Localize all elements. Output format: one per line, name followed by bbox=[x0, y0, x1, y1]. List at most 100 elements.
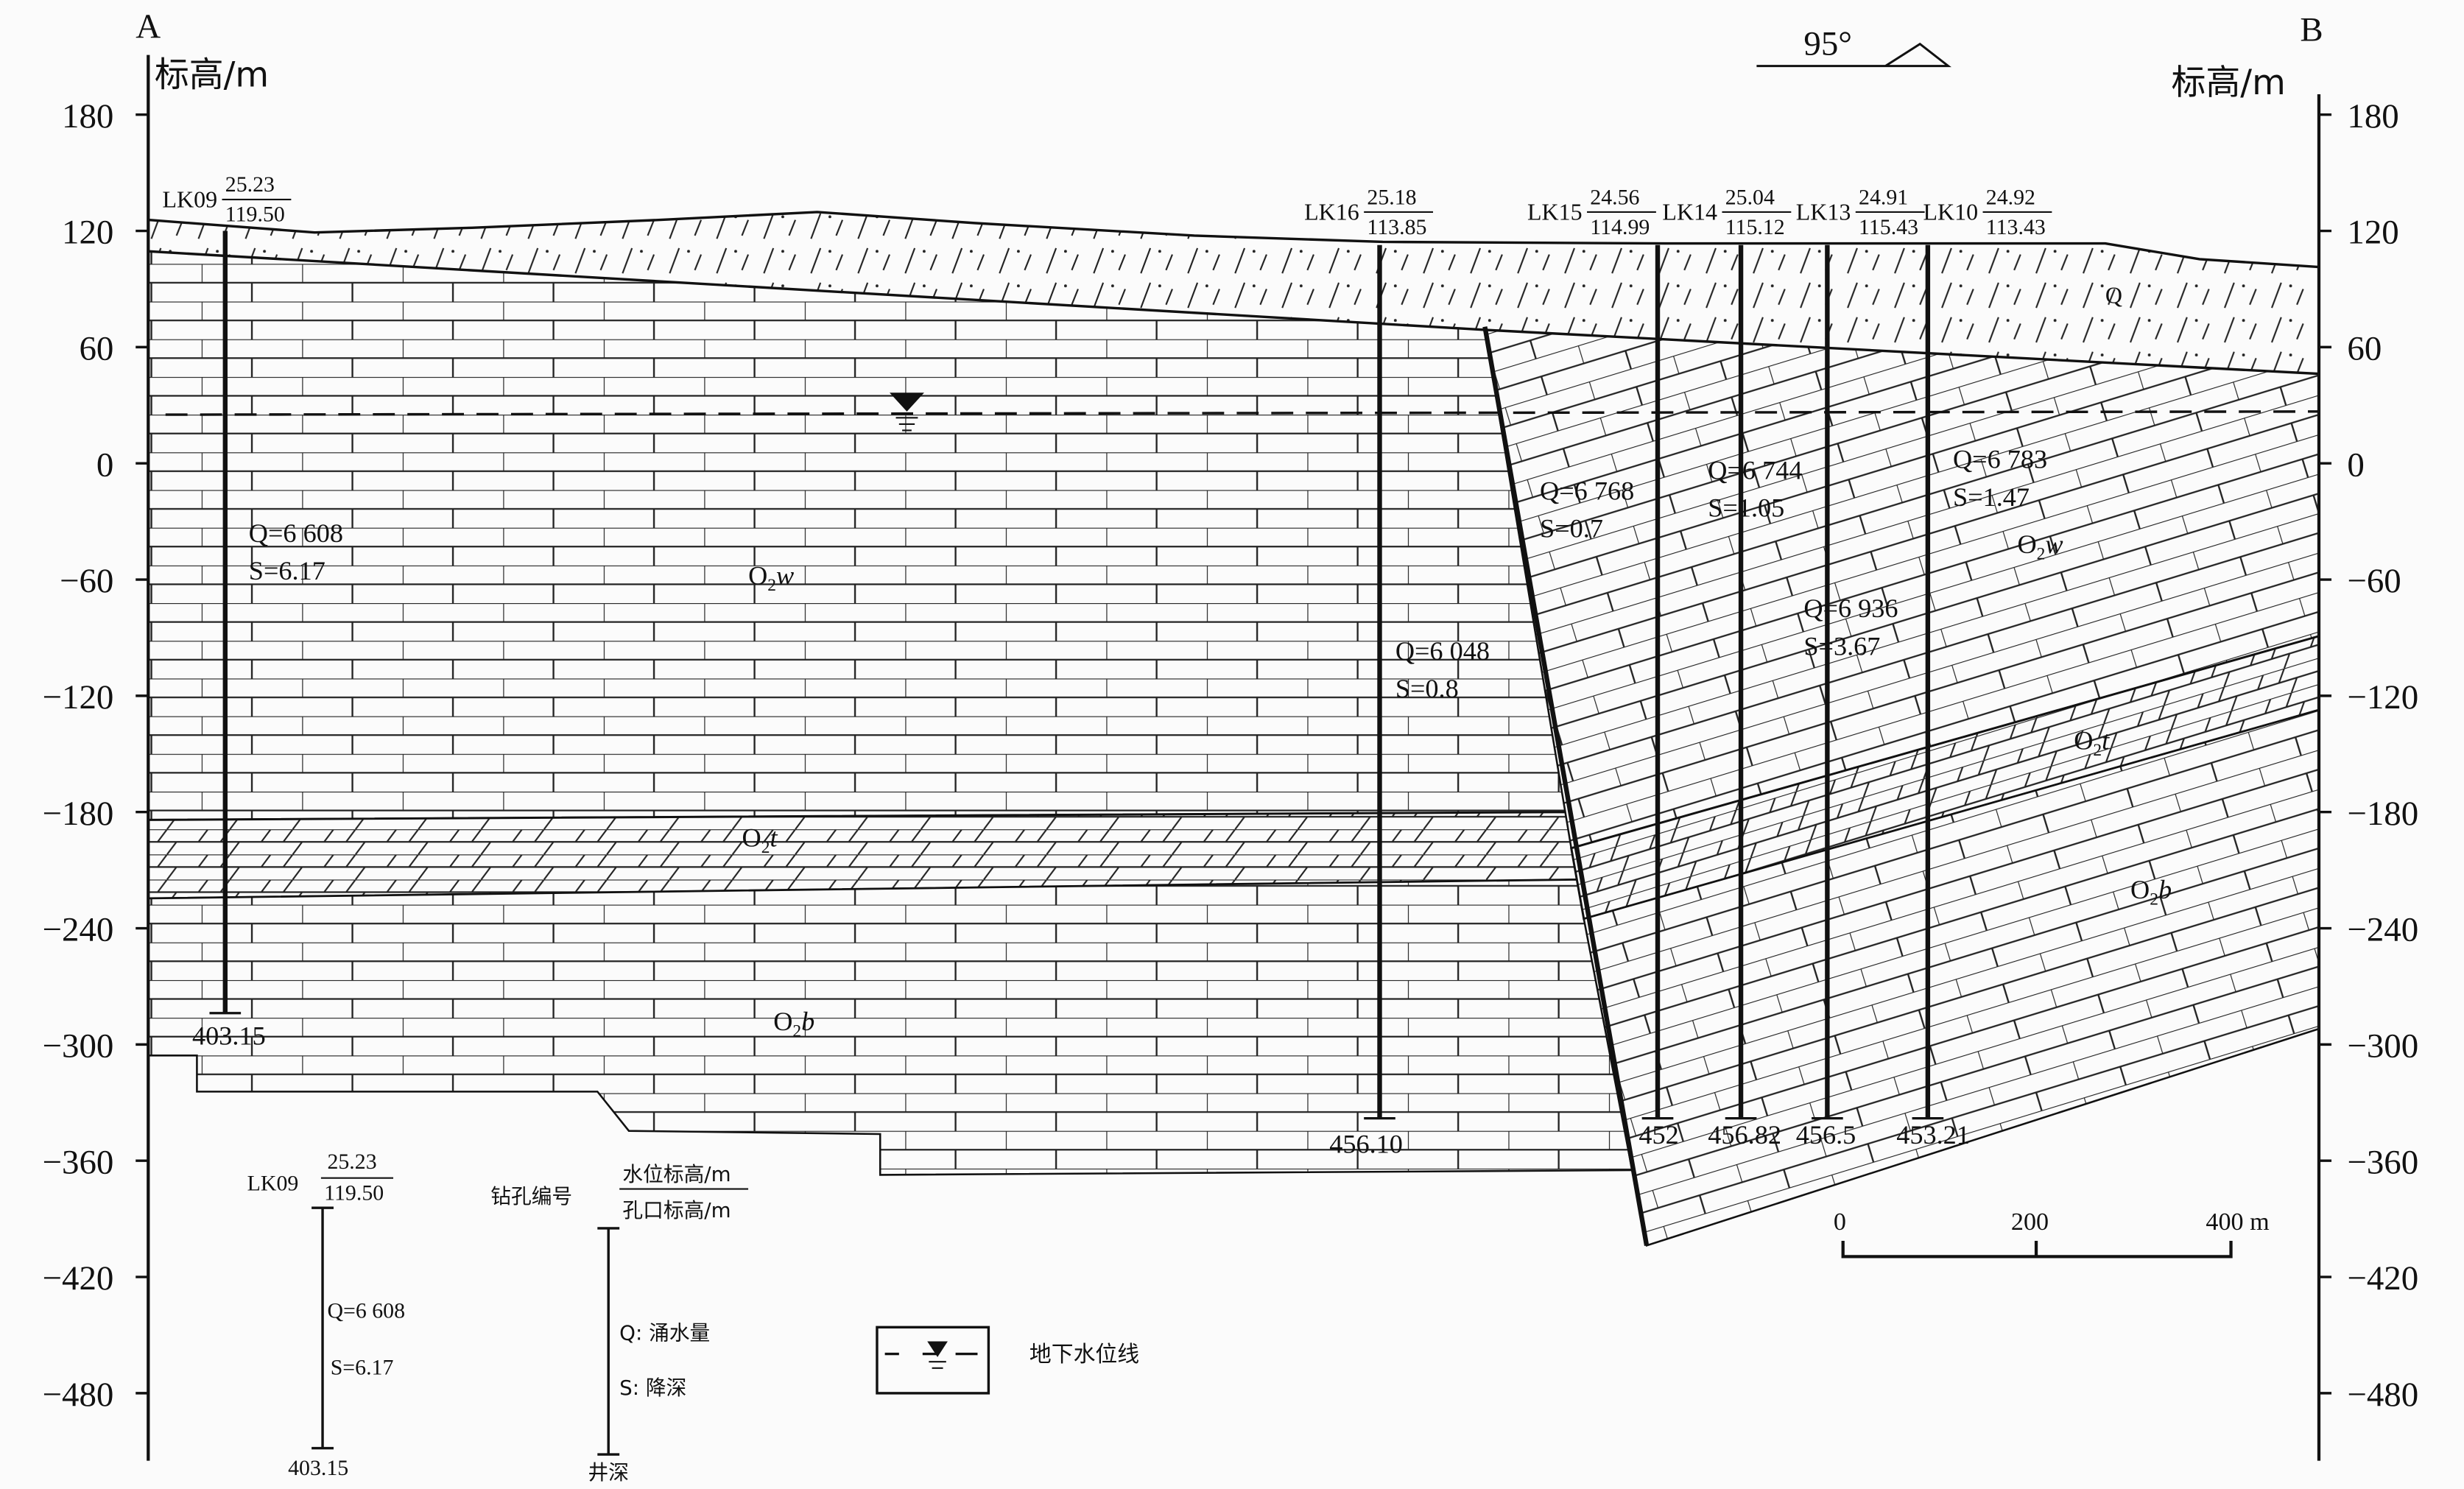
left-tick-label: 60 bbox=[79, 329, 113, 367]
label-o2t-right: O2t bbox=[2074, 725, 2110, 760]
borehole-id: LK09 bbox=[162, 186, 217, 213]
borehole-discharge: Q=6 048 bbox=[1395, 636, 1490, 666]
label-o2w-right: O2w bbox=[2017, 529, 2063, 564]
borehole-discharge: Q=6 783 bbox=[1953, 445, 2047, 474]
water-table-symbol bbox=[890, 393, 924, 432]
borehole-discharge: Q=6 744 bbox=[1708, 456, 1802, 485]
scale-400: 400 m bbox=[2206, 1208, 2269, 1236]
borehole-depth: 456.10 bbox=[1329, 1130, 1403, 1159]
borehole-id: LK15 bbox=[1527, 199, 1583, 225]
borehole-drawdown: S=6.17 bbox=[249, 556, 325, 585]
left-tick-label: −420 bbox=[43, 1259, 114, 1298]
scale-0: 0 bbox=[1834, 1208, 1846, 1236]
legend-example-id: LK09 bbox=[247, 1172, 299, 1196]
borehole-collar-elevation: 114.99 bbox=[1590, 215, 1650, 239]
borehole-collar-elevation: 115.43 bbox=[1859, 215, 1918, 239]
borehole-water-level: 24.56 bbox=[1590, 185, 1639, 209]
left-tick-label: −480 bbox=[43, 1376, 114, 1414]
borehole-drawdown: S=1.47 bbox=[1953, 482, 2030, 512]
legend-key: 钻孔编号 水位标高/m 孔口标高/m Q: 涌水量 S: 降深 井深 bbox=[490, 1162, 749, 1485]
legend-example-collar: 119.50 bbox=[324, 1181, 384, 1205]
borehole-water-level: 25.04 bbox=[1725, 185, 1775, 209]
scale-bar: 0 200 400 m bbox=[1834, 1208, 2270, 1259]
right-tick-label: −420 bbox=[2347, 1259, 2418, 1298]
borehole-water-level: 25.23 bbox=[225, 172, 275, 197]
borehole-drawdown: S=0.7 bbox=[1540, 513, 1603, 543]
left-tick-label: 120 bbox=[62, 214, 113, 252]
borehole-drawdown: S=0.8 bbox=[1395, 674, 1459, 703]
borehole-id: LK13 bbox=[1796, 199, 1851, 225]
legend-key-depth: 井深 bbox=[588, 1460, 629, 1485]
right-axis-title: 标高/m bbox=[2171, 63, 2285, 103]
borehole-collar-elevation: 113.85 bbox=[1367, 215, 1426, 239]
legend-key-q: Q: 涌水量 bbox=[619, 1320, 710, 1345]
section-end-b: B bbox=[2300, 10, 2323, 49]
borehole-depth: 403.15 bbox=[192, 1021, 266, 1050]
borehole-water-level: 25.18 bbox=[1367, 185, 1416, 209]
orientation-indicator: 95° bbox=[1756, 25, 1951, 68]
left-tick-label: −60 bbox=[60, 562, 113, 600]
borehole-id: LK10 bbox=[1923, 199, 1978, 225]
borehole-collar-elevation: 119.50 bbox=[225, 203, 285, 227]
borehole-discharge: Q=6 608 bbox=[249, 518, 343, 548]
right-tick-label: −300 bbox=[2347, 1027, 2418, 1065]
right-tick-label: 60 bbox=[2347, 329, 2382, 367]
borehole-water-level: 24.92 bbox=[1986, 185, 2035, 209]
legend-key-water: 水位标高/m bbox=[622, 1162, 731, 1186]
borehole-depth: 456.82 bbox=[1708, 1120, 1781, 1150]
legend-key-s: S: 降深 bbox=[619, 1376, 686, 1400]
right-tick-label: −120 bbox=[2347, 678, 2418, 717]
right-tick-label: −240 bbox=[2347, 911, 2418, 949]
left-tick-label: −360 bbox=[43, 1143, 114, 1181]
stratum-o2b-left bbox=[147, 879, 1636, 1176]
borehole-drawdown: S=1.05 bbox=[1708, 493, 1784, 523]
borehole-drawdown: S=3.67 bbox=[1803, 631, 1880, 661]
borehole-discharge: Q=6 936 bbox=[1803, 594, 1898, 623]
borehole-collar-elevation: 115.12 bbox=[1725, 215, 1785, 239]
left-tick-label: −180 bbox=[43, 795, 114, 833]
borehole-depth: 452 bbox=[1638, 1120, 1678, 1150]
right-tick-label: −180 bbox=[2347, 795, 2418, 833]
label-q: Q bbox=[2105, 282, 2122, 309]
right-tick-label: −60 bbox=[2347, 562, 2401, 600]
legend-key-id: 钻孔编号 bbox=[490, 1184, 572, 1208]
left-tick-label: −240 bbox=[43, 911, 114, 949]
label-o2b-right: O2b bbox=[2130, 875, 2172, 909]
legend-example-s: S=6.17 bbox=[331, 1355, 394, 1379]
right-tick-label: 120 bbox=[2347, 214, 2398, 252]
borehole-discharge: Q=6 768 bbox=[1540, 476, 1634, 505]
stratum-quaternary bbox=[147, 211, 2320, 376]
right-tick-label: 0 bbox=[2347, 446, 2364, 484]
legend-water-line: 地下水位线 bbox=[876, 1326, 1139, 1395]
label-o2w-left: O2w bbox=[748, 560, 794, 595]
left-tick-label: 0 bbox=[96, 446, 113, 484]
right-tick-label: −480 bbox=[2347, 1376, 2418, 1414]
orientation-angle: 95° bbox=[1803, 25, 1852, 63]
legend-key-collar: 孔口标高/m bbox=[622, 1198, 731, 1222]
fault-line bbox=[1482, 326, 1650, 1246]
left-tick-label: 180 bbox=[62, 97, 113, 135]
right-tick-label: −360 bbox=[2347, 1143, 2418, 1181]
left-axis-title: 标高/m bbox=[155, 54, 269, 95]
stratum-o2w-left bbox=[147, 250, 1573, 821]
left-tick-label: −300 bbox=[43, 1027, 114, 1065]
borehole-depth: 453.21 bbox=[1896, 1120, 1970, 1150]
section-end-a: A bbox=[135, 7, 161, 46]
legend-example-borehole: LK09 25.23 119.50 Q=6 608 S=6.17 403.15 bbox=[247, 1150, 405, 1480]
label-o2t-left: O2t bbox=[742, 823, 778, 858]
scale-200: 200 bbox=[2011, 1208, 2049, 1236]
borehole-depth: 456.5 bbox=[1796, 1120, 1856, 1150]
legend-example-water: 25.23 bbox=[327, 1150, 376, 1174]
borehole-collar-elevation: 113.43 bbox=[1986, 215, 2046, 239]
groundwater-table-line bbox=[165, 410, 2319, 416]
right-tick-label: 180 bbox=[2347, 97, 2398, 135]
legend-example-q: Q=6 608 bbox=[327, 1299, 405, 1323]
